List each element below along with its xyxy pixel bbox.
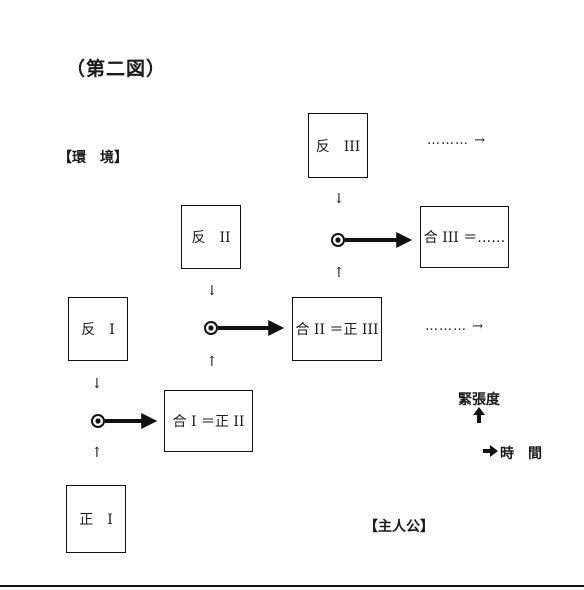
tension-arrow-icon xyxy=(473,407,485,423)
box-antithesis-1: 反 I xyxy=(68,297,128,361)
down-arrow-2: ↓ xyxy=(206,283,218,299)
down-arrow-3: ↓ xyxy=(333,191,345,207)
box-thesis-1: 正 I xyxy=(66,485,126,553)
environment-label: 【環 境】 xyxy=(58,150,128,166)
node-circle-3 xyxy=(331,233,345,247)
continuation-upper: ……… → xyxy=(427,133,487,148)
box-synthesis-2: 合 II ＝正 III xyxy=(292,297,382,361)
box-synthesis-3: 合 III ＝…… xyxy=(420,206,509,268)
time-label: 時 間 xyxy=(500,446,542,462)
time-arrow-icon xyxy=(483,445,498,457)
figure-title: （第二図） xyxy=(66,58,167,80)
down-arrow-1: ↓ xyxy=(91,376,103,392)
up-arrow-2: ↑ xyxy=(206,354,218,370)
box-antithesis-2: 反 II xyxy=(181,205,241,269)
continuation-middle: ……… → xyxy=(425,319,485,334)
up-arrow-1: ↑ xyxy=(91,445,103,461)
up-arrow-3: ↑ xyxy=(333,265,345,281)
box-antithesis-3: 反 III xyxy=(308,113,368,178)
box-synthesis-1: 合 I ＝正 II xyxy=(164,390,253,452)
bottom-rule xyxy=(0,585,584,587)
protagonist-label: 【主人公】 xyxy=(364,519,434,535)
node-circle-1 xyxy=(91,414,105,428)
tension-label: 緊張度 xyxy=(458,392,500,408)
node-circle-2 xyxy=(204,321,218,335)
